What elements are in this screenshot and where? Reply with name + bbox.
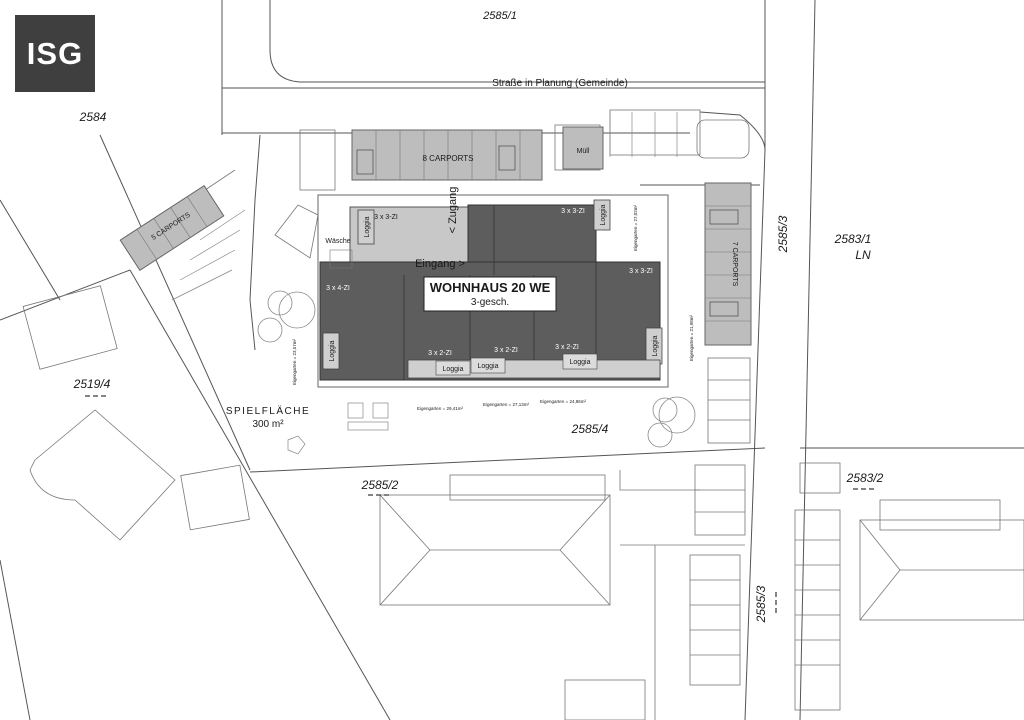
playground-label: SPIELFLÄCHE xyxy=(226,405,310,417)
unit-label-b1: 3 x 2-ZI xyxy=(428,350,452,357)
loggia-label-5: Loggia xyxy=(442,366,463,373)
building-title: WOHNHAUS 20 WE xyxy=(430,280,551,295)
loggia-label-4: Loggia xyxy=(652,335,659,356)
parcel-2583-2: 2583/2 xyxy=(846,471,884,485)
loggia-label-7: Loggia xyxy=(569,359,590,366)
loggia-label-6: Loggia xyxy=(477,363,498,370)
parcel-2584: 2584 xyxy=(79,110,107,124)
carport-7: 7 CARPORTS xyxy=(704,182,752,346)
carports-7-label: 7 CARPORTS xyxy=(731,242,738,287)
parcel-2585-2: 2585/2 xyxy=(361,478,399,492)
parcel-2519-4: 2519/4 xyxy=(73,377,111,391)
carport-5: 5 CARPORTS xyxy=(119,184,225,272)
isg-logo[interactable]: ISG xyxy=(15,15,95,92)
garden-label-right-1: Eigengarten = 27,02m² xyxy=(633,205,638,251)
wohnhaus-building: WOHNHAUS 20 WE 3-gesch. 3 x 3-ZI 3 x 3-Z… xyxy=(317,187,669,388)
waesche-area xyxy=(329,249,353,269)
unit-label-tl: 3 x 3-ZI xyxy=(374,214,398,221)
loggia-label-2: Loggia xyxy=(600,204,607,225)
loggia-label-3: Loggia xyxy=(329,340,336,361)
unit-label-left: 3 x 4-ZI xyxy=(326,285,350,292)
parcel-2585-1: 2585/1 xyxy=(482,10,517,22)
playground-area: 300 m² xyxy=(252,419,284,430)
logo-text: ISG xyxy=(26,35,84,71)
parcel-2585-3-a: 2585/3 xyxy=(776,215,790,253)
muell-label: Müll xyxy=(577,148,590,155)
planned-street-label: Straße in Planung (Gemeinde) xyxy=(492,78,628,89)
garden-label-2: Eigengarten = 27,13m² xyxy=(483,402,529,407)
trees xyxy=(257,290,696,448)
garden-label-3: Eigengarten = 24,86m² xyxy=(540,399,586,404)
muell-area: Müll xyxy=(562,126,604,170)
garden-label-left: Eigengarten = 23,57m² xyxy=(292,339,297,385)
parcel-2585-3-b: 2585/3 xyxy=(754,585,768,623)
garden-label-right-2: Eigengarten = 21,98m² xyxy=(689,315,694,361)
parcel-2583-1: 2583/1 xyxy=(834,232,872,246)
zugang-label: < Zugang xyxy=(447,187,459,234)
eingang-label: Eingang > xyxy=(415,258,465,270)
unit-label-b2: 3 x 2-ZI xyxy=(494,347,518,354)
loggia-label-1: Loggia xyxy=(364,216,371,237)
playground-elements xyxy=(287,402,389,455)
parcel-ln: LN xyxy=(855,248,871,262)
unit-label-b3: 3 x 2-ZI xyxy=(555,344,579,351)
waesche-label: Wäsche xyxy=(325,238,350,245)
carports-8-label: 8 CARPORTS xyxy=(423,154,474,163)
unit-label-tr2: 3 x 3-ZI xyxy=(629,268,653,275)
parcel-underlines xyxy=(85,395,874,613)
parking-stalls xyxy=(171,112,678,301)
parcel-lines xyxy=(22,109,1024,720)
building-subtitle: 3-gesch. xyxy=(471,297,509,308)
parcel-2585-4: 2585/4 xyxy=(571,422,609,436)
garden-label-1: Eigengarten = 29,41m² xyxy=(417,406,463,411)
carport-8: 8 CARPORTS xyxy=(351,129,543,181)
unit-label-tr: 3 x 3-ZI xyxy=(561,208,585,215)
